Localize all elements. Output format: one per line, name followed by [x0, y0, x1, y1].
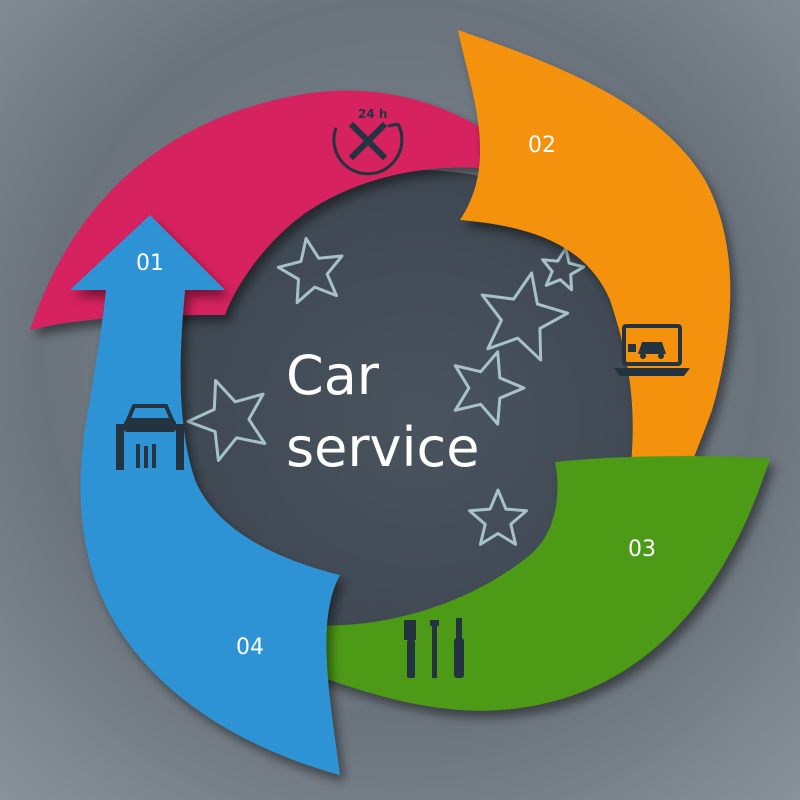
star-icon: [480, 271, 570, 362]
arrow-step-01: [70, 215, 340, 775]
24h-repair-icon: 24 h: [332, 107, 404, 176]
star-icon: [276, 237, 344, 305]
tools-icon: [404, 618, 464, 678]
car-lift-icon: [116, 404, 184, 470]
title-line-1: Car: [286, 344, 380, 407]
laptop-diagnostics-icon: [614, 324, 690, 376]
step-number-04: 04: [236, 635, 264, 660]
arrow-step-04: [205, 456, 770, 738]
svg-text:24 h: 24 h: [358, 107, 387, 121]
decorative-stars: [186, 237, 586, 546]
star-icon: [541, 246, 586, 292]
star-icon: [186, 379, 267, 462]
title-line-2: service: [286, 416, 479, 479]
star-icon: [468, 488, 528, 546]
star-icon: [453, 350, 526, 426]
step-number-02: 02: [528, 133, 556, 158]
arrow-step-03: [458, 30, 731, 592]
step-number-03: 03: [628, 537, 656, 562]
step-number-01: 01: [136, 251, 164, 276]
